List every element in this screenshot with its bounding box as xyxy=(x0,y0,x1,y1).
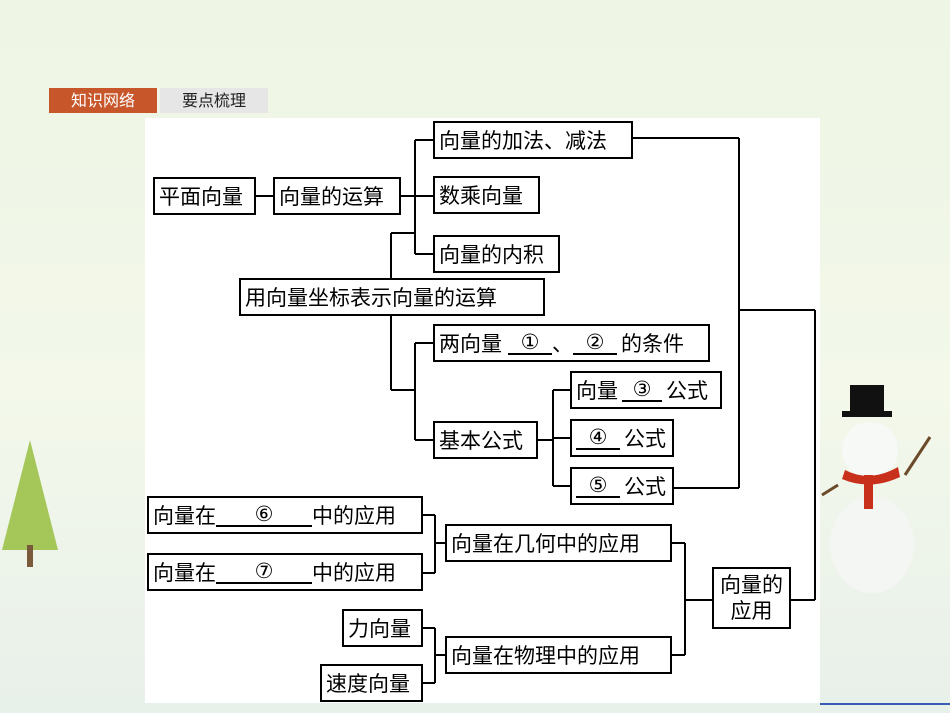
blank-6: ⑥ xyxy=(216,503,312,527)
blank-7: ⑦ xyxy=(216,560,312,584)
application-6-suffix: 中的应用 xyxy=(312,504,396,528)
condition-prefix: 两向量 xyxy=(439,332,502,356)
blank-1: ① xyxy=(508,331,552,355)
node-plane-vector: 平面向量 xyxy=(153,177,256,215)
node-addition-subtraction: 向量的加法、减法 xyxy=(433,121,633,159)
blank-5: ⑤ xyxy=(576,474,620,498)
tab-knowledge-network[interactable]: 知识网络 xyxy=(49,88,157,113)
application-6-prefix: 向量在 xyxy=(153,504,216,528)
bottom-accent-line xyxy=(820,703,950,705)
condition-separator: 、 xyxy=(552,332,573,356)
formula-3-prefix: 向量 xyxy=(576,379,618,403)
node-vector-operations: 向量的运算 xyxy=(273,177,401,215)
formula-5-suffix: 公式 xyxy=(624,475,666,499)
diagram-panel xyxy=(145,118,820,703)
application-7-suffix: 中的应用 xyxy=(312,561,396,585)
node-condition: 两向量 ① 、 ② 的条件 xyxy=(433,324,710,362)
node-application-6: 向量在 ⑥ 中的应用 xyxy=(147,496,423,534)
node-formula-3: 向量 ③ 公式 xyxy=(570,371,722,409)
node-inner-product: 向量的内积 xyxy=(433,235,560,273)
node-scalar-multiplication: 数乘向量 xyxy=(433,176,540,214)
node-coordinate-operations: 用向量坐标表示向量的运算 xyxy=(239,278,545,316)
condition-suffix: 的条件 xyxy=(621,332,684,356)
node-basic-formulas: 基本公式 xyxy=(433,421,538,459)
node-formula-4: ④ 公式 xyxy=(570,419,674,457)
node-geometry-application: 向量在几何中的应用 xyxy=(445,524,672,562)
node-application-7: 向量在 ⑦ 中的应用 xyxy=(147,553,423,591)
node-formula-5: ⑤ 公式 xyxy=(570,467,674,505)
node-velocity-vector: 速度向量 xyxy=(320,664,423,702)
snowman-decoration xyxy=(821,385,932,593)
node-vector-application: 向量的应用 xyxy=(712,567,791,629)
tab-key-points[interactable]: 要点梳理 xyxy=(160,88,268,113)
blank-3: ③ xyxy=(622,378,662,402)
blank-4: ④ xyxy=(576,426,620,450)
formula-4-suffix: 公式 xyxy=(624,427,666,451)
application-7-prefix: 向量在 xyxy=(153,561,216,585)
blank-2: ② xyxy=(573,331,617,355)
tree-decoration xyxy=(2,440,58,567)
node-force-vector: 力向量 xyxy=(342,609,423,647)
formula-3-suffix: 公式 xyxy=(666,379,708,403)
node-physics-application: 向量在物理中的应用 xyxy=(445,636,672,674)
connector-lines xyxy=(255,137,816,684)
